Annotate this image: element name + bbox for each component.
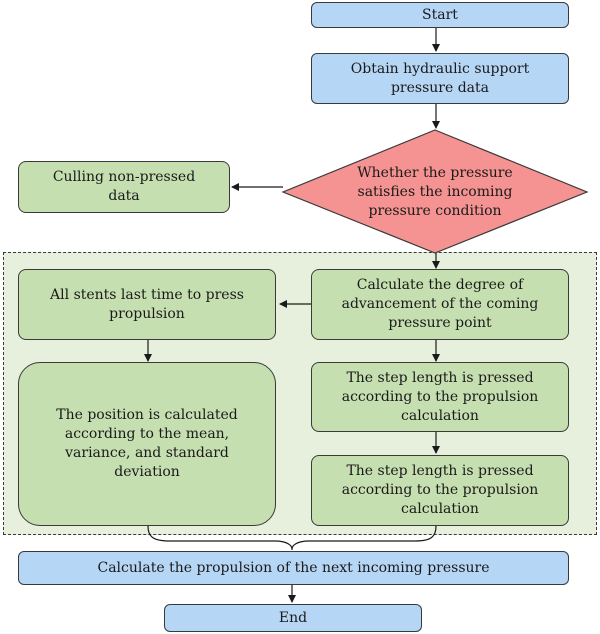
step-length-node-1: The step length is pressed according to … — [311, 362, 569, 432]
start-node: Start — [311, 2, 569, 28]
end-node: End — [164, 604, 422, 632]
decision-node-label: Whether the pressure satisfies the incom… — [357, 164, 513, 219]
position-calc-node: The position is calculated according to … — [18, 362, 276, 526]
merge-brace — [147, 525, 437, 550]
calc-next-propulsion-node: Calculate the propulsion of the next inc… — [18, 551, 569, 585]
obtain-pressure-data-node: Obtain hydraulic support pressure data — [311, 53, 569, 104]
calc-degree-node: Calculate the degree of advancement of t… — [311, 269, 569, 340]
all-stents-node: All stents last time to press propulsion — [18, 269, 276, 340]
culling-node: Culling non-pressed data — [18, 161, 230, 213]
decision-diamond — [281, 129, 589, 254]
step-length-node-2: The step length is pressed according to … — [311, 455, 569, 526]
